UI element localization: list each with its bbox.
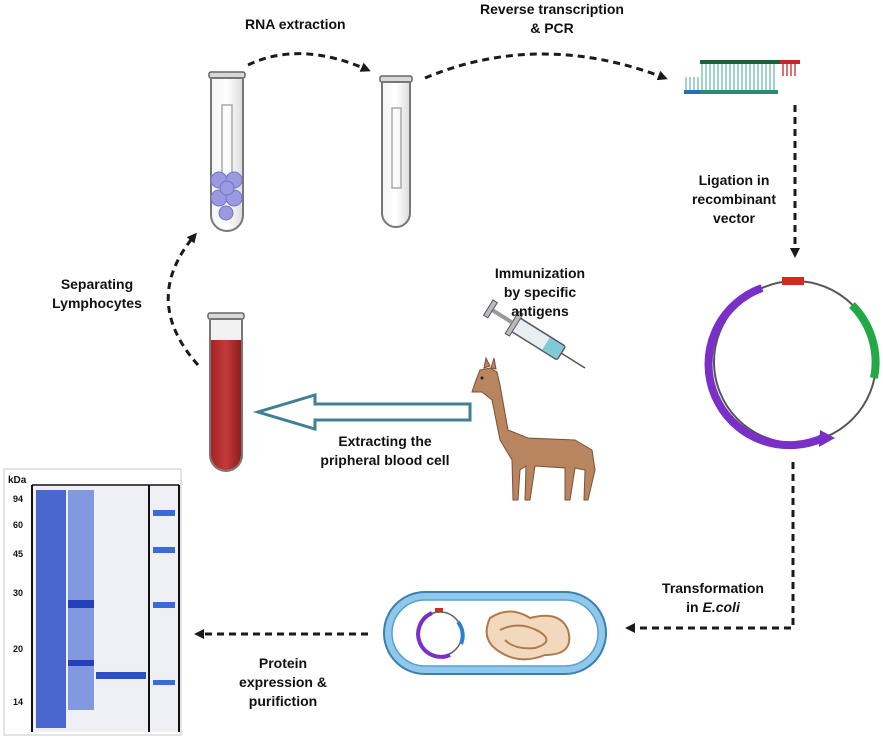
cdna-product [684,60,800,94]
gel-marker-60: 60 [13,520,24,530]
sds-page-gel [3,468,182,736]
marker-lane [153,510,175,685]
plasmid-vector [704,277,880,450]
label-reverse-transcription: Reverse transcription & PCR [480,1,624,36]
label-expression: Protein expression & purifiction [239,655,327,709]
label-immunization: Immunization by specific antigens [494,265,586,319]
label-extracting: Extracting the pripheral blood cell [320,433,450,468]
rna-tube [379,75,413,228]
label-ligation: Ligation in recombinant vector [691,172,776,226]
gel-marker-30: 30 [13,588,24,598]
label-separating: Separating Lymphocytes [52,276,142,311]
lymphocyte-cells [210,171,243,221]
syringe [482,299,586,369]
arrow-tube-to-rna [247,52,371,72]
lymphocyte-tube [208,71,246,232]
flow-arrows [166,52,800,639]
label-rna-extraction: RNA extraction [245,16,346,32]
arrow-rna-to-pcr [424,52,668,81]
blood-tube [207,312,245,472]
llama [471,356,596,501]
gel-marker-14: 14 [13,697,24,707]
gel-lane-2-bands [68,600,94,666]
purified-band [96,672,146,679]
gel-lane-1 [36,490,66,728]
ecoli-cell [383,591,607,675]
extraction-arrow [252,392,472,432]
gel-marker-94: 94 [13,494,24,504]
arrow-vector-to-ecoli [625,462,795,633]
gel-marker-45: 45 [13,549,24,559]
gel-unit-label: kDa [8,475,27,486]
gel-marker-20: 20 [13,644,24,654]
label-transformation: Transformation in E.coli [662,580,764,615]
arrow-blood-to-lymphocytes [166,232,200,366]
